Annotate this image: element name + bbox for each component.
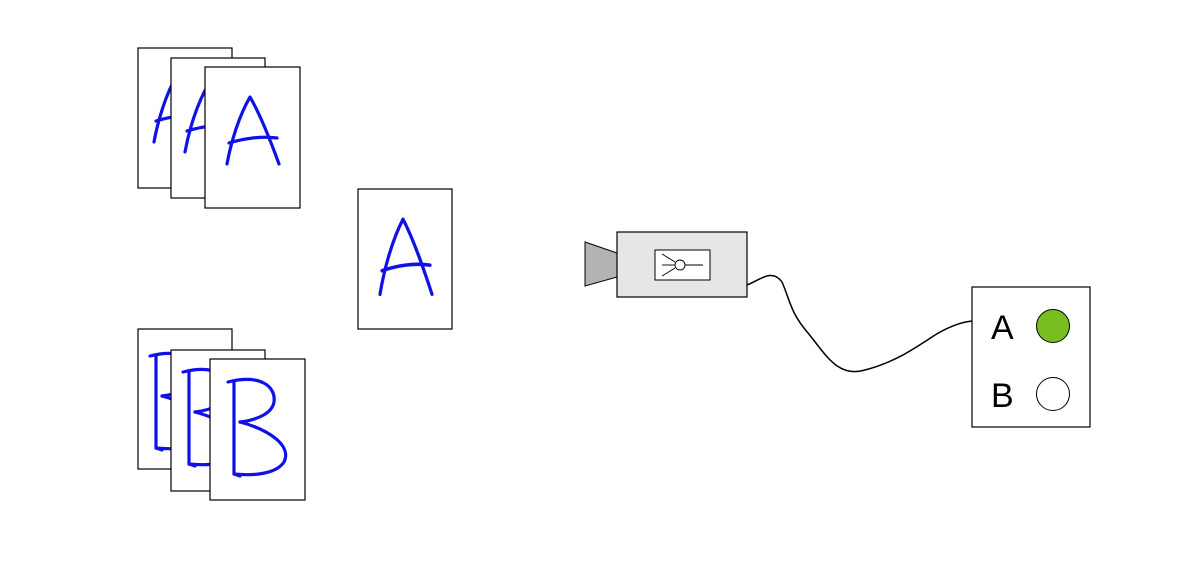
camera-icon — [584, 231, 748, 298]
camera-panel-glyph — [661, 253, 703, 277]
indicator-label-b: B — [991, 377, 1014, 415]
training-stack-b — [137, 328, 306, 501]
test-card-a — [357, 188, 453, 330]
connection-cable — [746, 274, 973, 373]
indicator-panel: A B — [971, 286, 1091, 428]
indicator-label-a: A — [991, 309, 1014, 347]
indicator-lamp-b — [1036, 377, 1070, 411]
indicator-lamp-a — [1036, 309, 1070, 343]
card-a-front — [204, 66, 301, 209]
camera-lens — [584, 241, 618, 287]
card-b-front — [209, 358, 306, 501]
training-stack-a — [137, 47, 301, 209]
